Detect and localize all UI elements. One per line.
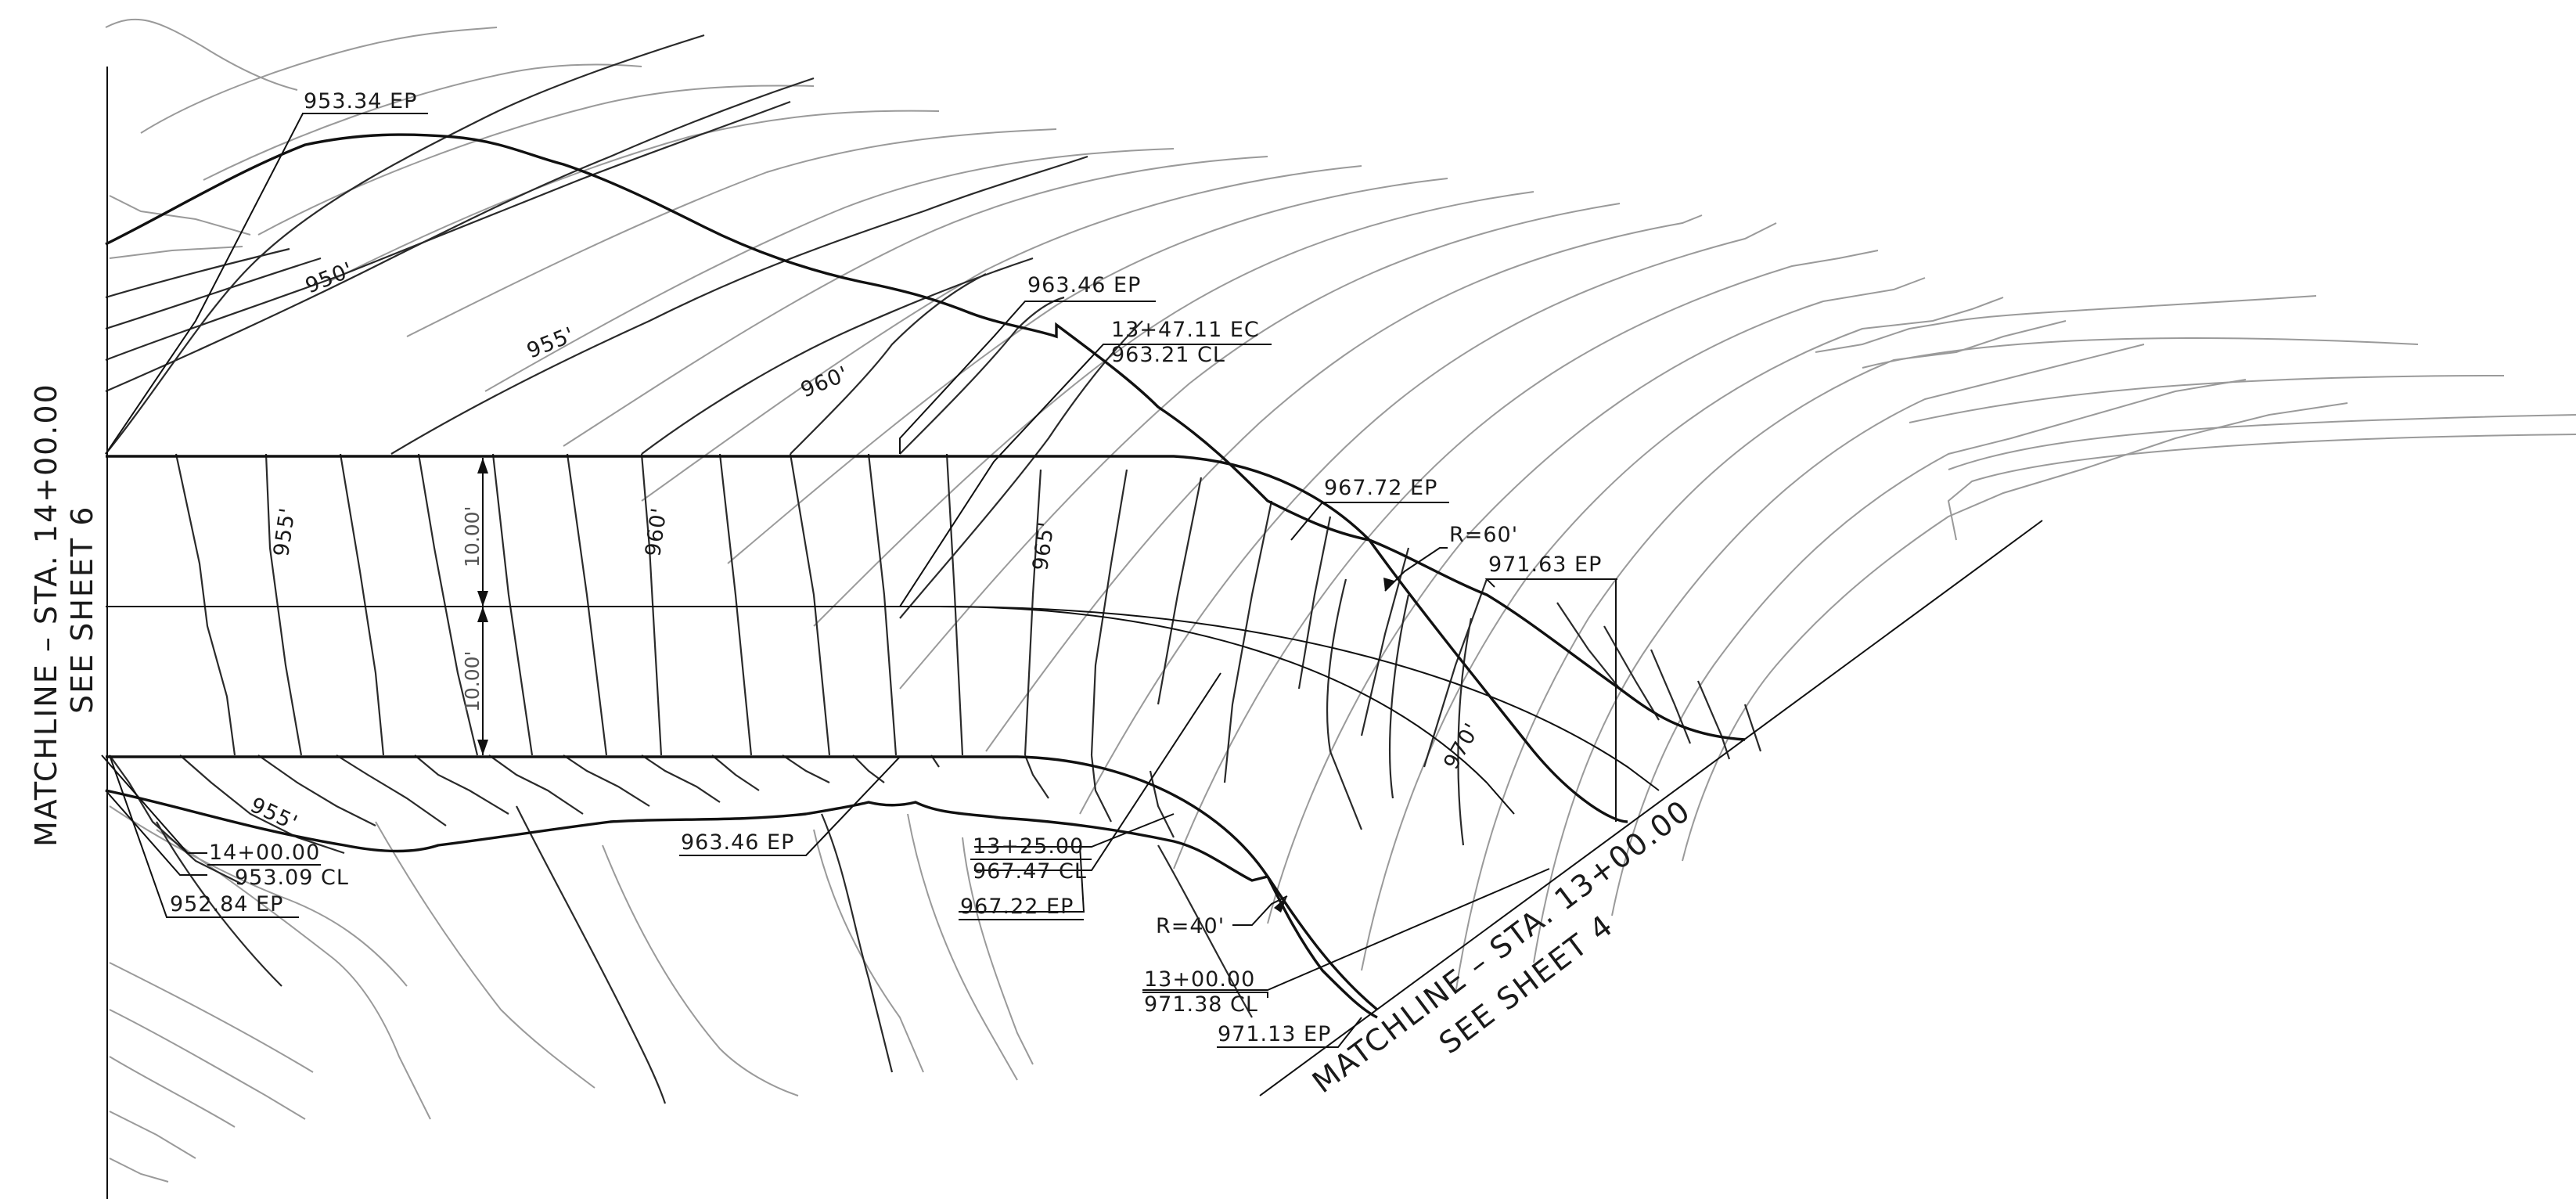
- edge-of-pavement: [105, 133, 1746, 1019]
- contour-label-965-road: 965': [1028, 520, 1059, 572]
- elevation-labels: 953.34 EP 963.46 EP 13+47.11 EC 963.21 C…: [170, 89, 1602, 1046]
- label-r40: R=40': [1156, 914, 1225, 938]
- label-963-21-cl: 963.21 CL: [1111, 343, 1225, 367]
- matchline-left-line2: SEE SHEET 6: [65, 506, 99, 714]
- proposed-contours: [105, 34, 1762, 1104]
- label-971-13-ep: 971.13 EP: [1218, 1022, 1331, 1046]
- label-953-34-ep: 953.34 EP: [304, 89, 417, 113]
- contour-label-955-lower: 955': [246, 793, 301, 836]
- centerline-curve: [106, 606, 1660, 815]
- half-width-dimensions: [477, 458, 488, 755]
- label-967-47-cl: 967.47 CL: [973, 859, 1087, 884]
- contour-label-960-road: 960': [641, 506, 671, 558]
- label-953-09-cl: 953.09 CL: [235, 866, 349, 890]
- label-967-72-ep: 967.72 EP: [1324, 476, 1437, 500]
- contour-label-955-road: 955': [269, 506, 300, 558]
- label-971-38-cl: 971.38 CL: [1144, 992, 1258, 1017]
- matchline-right-line1: MATCHLINE – STA. 13+00.00: [1306, 793, 1697, 1100]
- label-967-22-ep: 967.22 EP: [960, 895, 1074, 919]
- matchline-text: MATCHLINE – STA. 14+00.00 SEE SHEET 6 MA…: [29, 383, 1697, 1100]
- matchline-right: [1259, 520, 2043, 1096]
- existing-contours: [105, 18, 2576, 1183]
- label-963-46-ep-top: 963.46 EP: [1027, 273, 1141, 297]
- dimension-label-lower: 10.00': [461, 651, 484, 712]
- matchline-left-line1: MATCHLINE – STA. 14+00.00: [29, 383, 63, 847]
- label-underlines: [167, 113, 1617, 1048]
- dimension-label-upper: 10.00': [461, 506, 484, 567]
- label-13-25-00: 13+25.00: [973, 834, 1084, 859]
- contour-label-950: 950': [302, 257, 357, 298]
- contour-label-960-upper: 960': [797, 362, 852, 402]
- label-14-00-00: 14+00.00: [209, 841, 320, 865]
- label-r60: R=60': [1449, 523, 1518, 547]
- label-13-47-11-ec: 13+47.11 EC: [1111, 318, 1260, 342]
- label-963-46-ep-bottom: 963.46 EP: [681, 830, 794, 855]
- dimension-labels: 10.00' 10.00': [461, 506, 484, 712]
- label-13-00-00: 13+00.00: [1144, 967, 1255, 992]
- label-971-63-ep: 971.63 EP: [1488, 553, 1602, 577]
- label-952-84-ep: 952.84 EP: [170, 892, 283, 916]
